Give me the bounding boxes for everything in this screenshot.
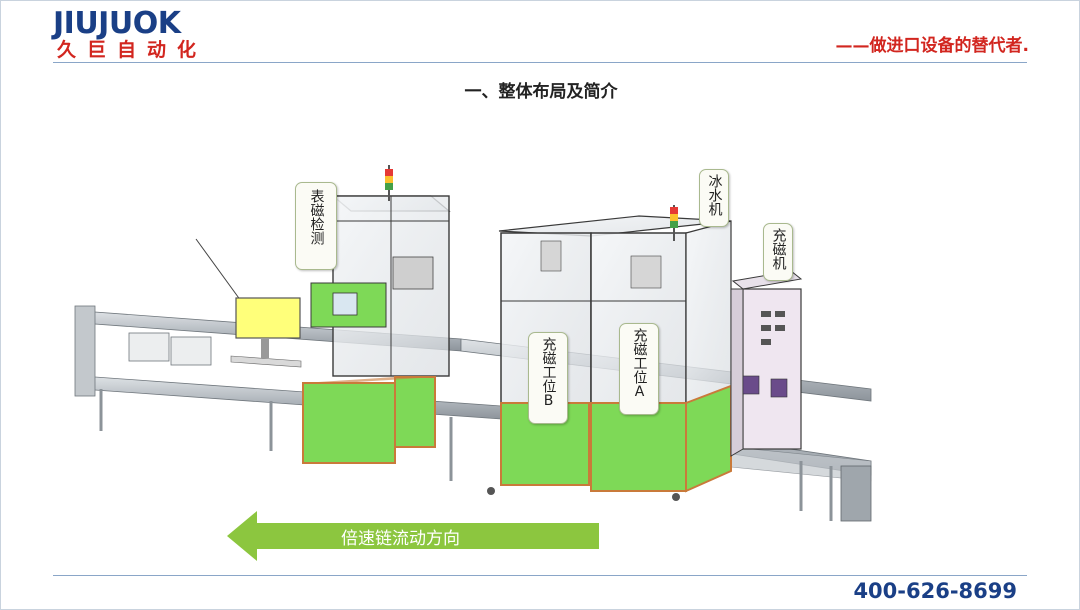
header-divider <box>53 62 1027 63</box>
footer-divider <box>53 575 1027 576</box>
company-logo: JIUJUOK 久巨自动化 <box>53 7 228 65</box>
callout-magnetizing-station-b: 充磁工位B <box>528 332 568 424</box>
slogan: ——做进口设备的替代者. <box>835 36 1029 56</box>
tower-light <box>670 205 678 241</box>
surface-magnet-test-machine <box>302 195 451 464</box>
flow-direction-label: 倍速链流动方向 <box>341 529 460 549</box>
callout-label: 充磁工位A <box>631 328 648 400</box>
callout-label: 充磁工位B <box>540 337 557 409</box>
tower-light <box>385 165 393 201</box>
magnetizer-cabinet <box>730 270 803 457</box>
callout-magnetizer: 充磁机 <box>763 223 793 281</box>
magnetizing-station-machine <box>487 215 732 501</box>
hotline-number: 400-626-8699 <box>853 579 1017 603</box>
callout-label: 表磁检测 <box>308 189 325 245</box>
assembly-line-illustration <box>74 165 872 522</box>
monitor <box>235 297 301 339</box>
logo-text: JIUJUOK <box>53 6 181 41</box>
logo-chinese-name: 久巨自动化 <box>57 39 208 61</box>
callout-magnetizing-station-a: 充磁工位A <box>619 323 659 415</box>
callout-chiller: 冰水机 <box>699 169 729 227</box>
page-title: 一、整体布局及简介 <box>464 82 618 102</box>
arrow-shape <box>227 511 599 561</box>
callout-surface-magnet-test: 表磁检测 <box>295 182 337 270</box>
callout-label: 冰水机 <box>706 174 723 216</box>
flow-direction-arrow <box>227 511 599 561</box>
callout-label: 充磁机 <box>770 228 787 270</box>
